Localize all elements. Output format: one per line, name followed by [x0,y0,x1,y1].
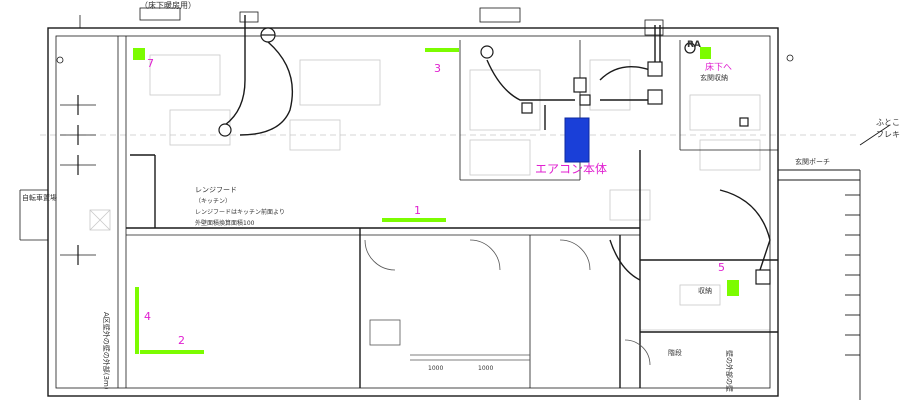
vents [133,47,739,354]
vertical-label-left: A区壁外の壁の外部(3m) [102,312,111,390]
labels: （床下暖房用） RA 床下へ エアコン本体 自転車置場 玄関ポーチ 玄関収納 収… [22,0,900,392]
doors [364,239,651,366]
vent-number-4: 4 [144,310,151,323]
dimension-right: 1000 [478,365,493,372]
storage-label: 収納 [698,286,712,295]
vent-7 [133,48,145,60]
stairs-label: 階段 [668,348,682,357]
flexible-label-2: フレキ [876,130,900,139]
walls [19,27,779,397]
to-underfloor-label: 床下へ [705,61,732,73]
window-ticks [60,95,96,265]
vent-number-7: 7 [147,57,154,70]
entrance-porch-label: 玄関ポーチ [795,157,830,166]
vertical-label-right: 壁の外部の壁 [725,350,734,392]
vent-numbers: 1 2 3 4 5 7 [144,57,725,347]
vent-number-2: 2 [178,334,185,347]
vent-2 [140,350,204,354]
flexible-label-1: ふとこ [876,118,900,127]
range-note-3: 外壁面積換算面積100 [195,219,255,227]
entrance-storage-label: 玄関収納 [700,73,728,82]
ra-label: RA [687,40,701,50]
aircon-unit-box [564,117,590,163]
range-note-1: （キッチン） [195,198,231,205]
duct-runs [224,15,771,281]
vent-3 [425,48,459,52]
porch [778,124,891,400]
fixtures [218,27,771,285]
dimension-left: 1000 [428,365,443,372]
range-hood-label: レンジフード [195,186,237,194]
vent-5 [727,280,739,296]
range-note-2: レンジフードはキッチン前面より [195,208,285,216]
vent-number-3: 3 [434,62,441,75]
underfloor-label: （床下暖房用） [140,0,196,10]
top-fixtures [56,7,794,64]
vent-4 [135,287,139,354]
bike-storage-label: 自転車置場 [22,193,57,202]
vent-1 [382,218,446,222]
vent-number-1: 1 [414,204,421,217]
vent-ra [700,47,711,59]
aircon-unit-label: エアコン本体 [535,162,607,176]
vent-number-5: 5 [718,261,725,274]
